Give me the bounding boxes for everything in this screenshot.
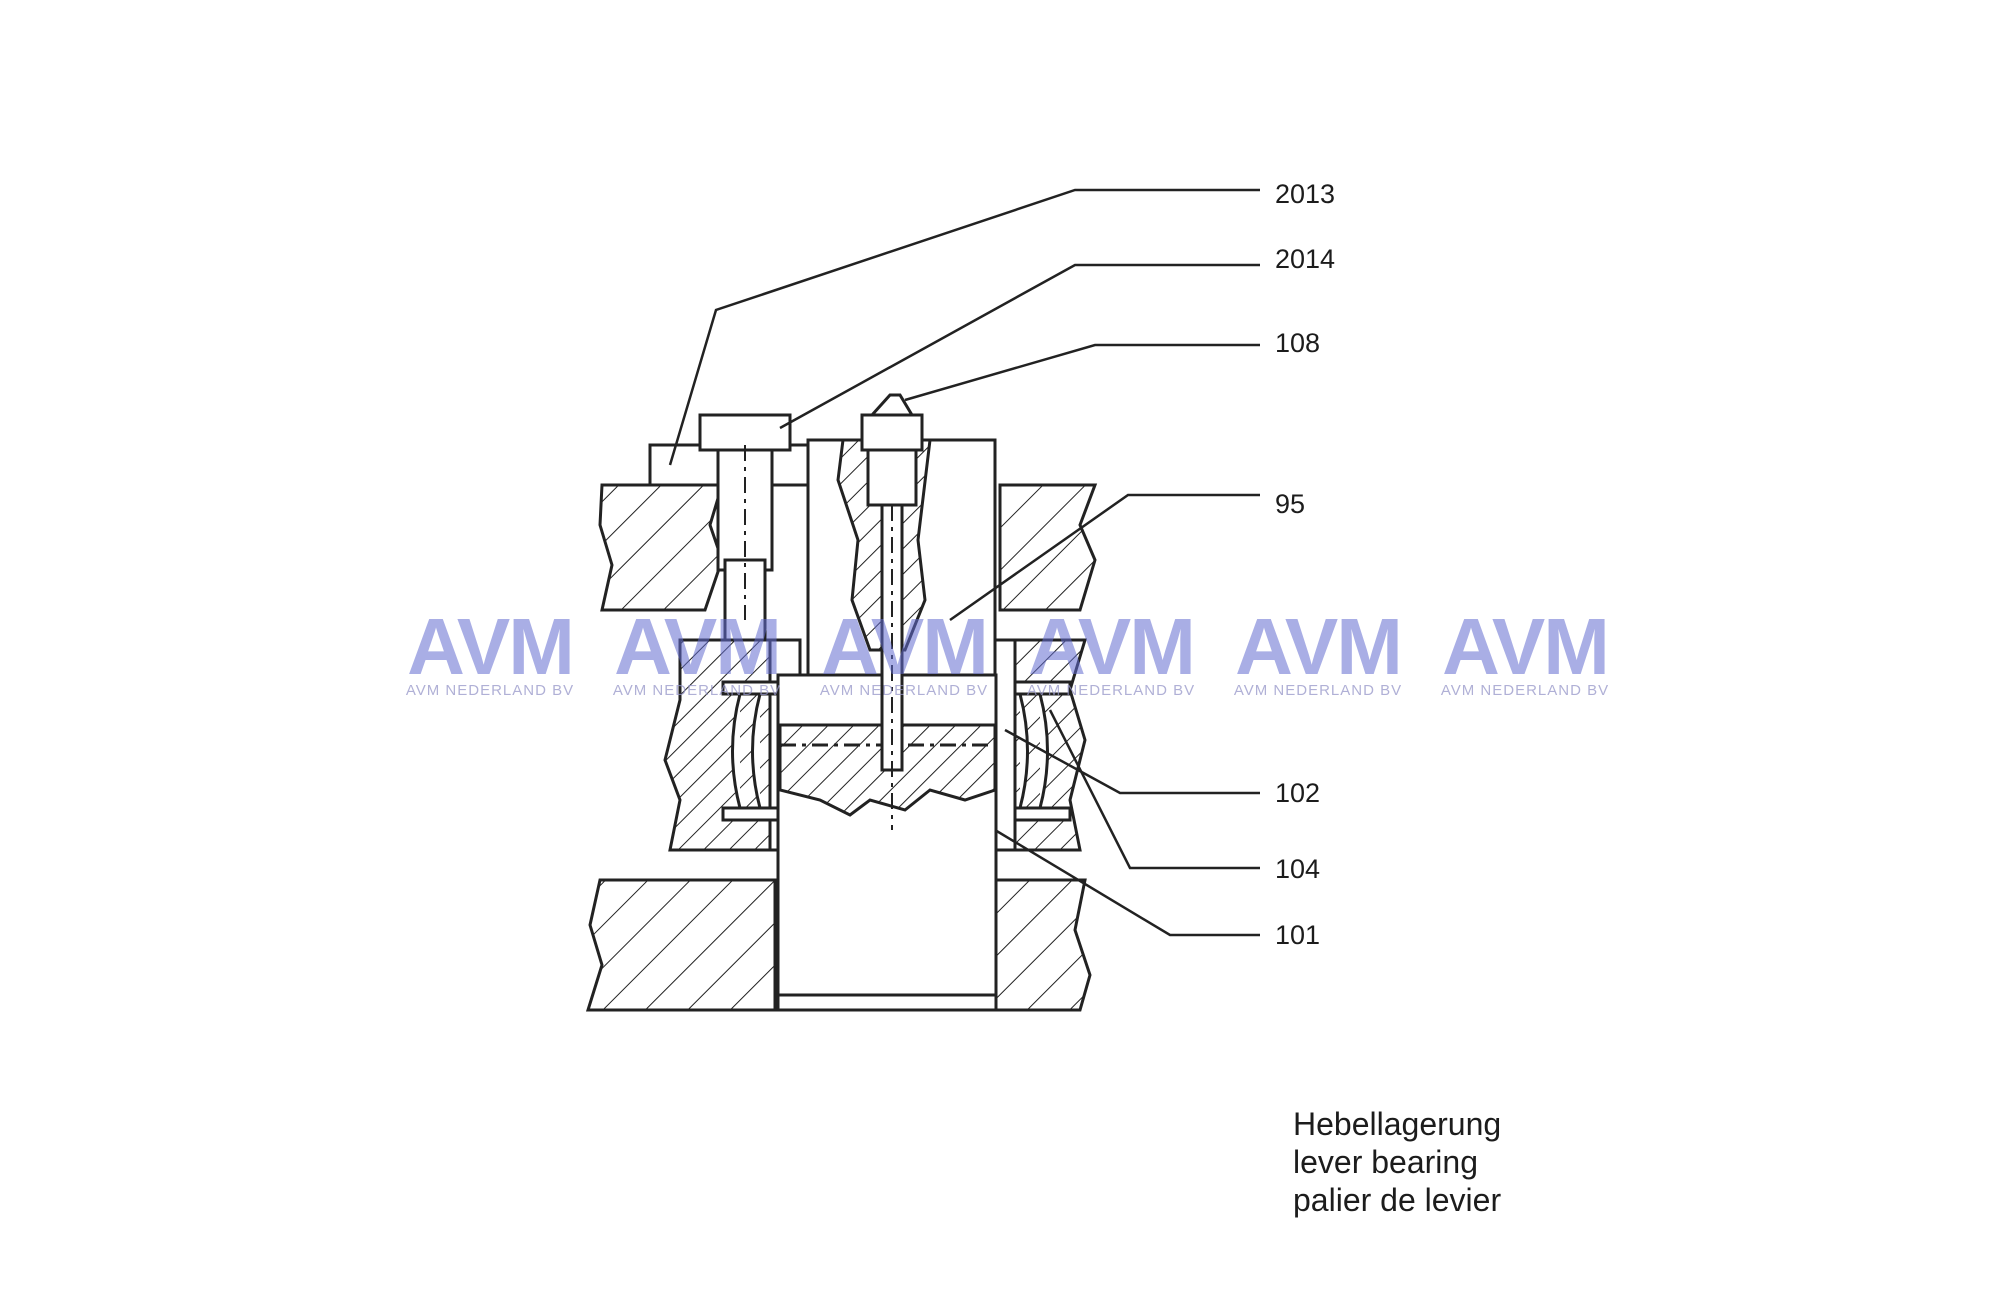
callout-label: 2014: [1275, 244, 1335, 274]
watermark: AVM AVM NEDERLAND BV: [1228, 602, 1408, 700]
callout-label: 108: [1275, 328, 1320, 358]
callout-labels: 2013 2014 108 95 102 104 101: [1275, 179, 1335, 950]
watermark: AVM AVM NEDERLAND BV: [814, 602, 994, 700]
caption-french: palier de levier: [1293, 1182, 1502, 1218]
leader-lines: [668, 188, 1260, 937]
caption-english: lever bearing: [1293, 1144, 1478, 1180]
watermark-logo: AVM: [1028, 602, 1196, 691]
callout-label: 95: [1275, 489, 1305, 519]
watermark-logo: AVM: [821, 602, 989, 691]
callout-label: 104: [1275, 854, 1320, 884]
watermark-subtitle: AVM NEDERLAND BV: [1233, 682, 1403, 699]
callout-label: 2013: [1275, 179, 1335, 209]
watermark-logo: AVM: [1442, 602, 1610, 691]
watermark-logo: AVM: [614, 602, 782, 691]
watermark-subtitle: AVM NEDERLAND BV: [405, 682, 575, 699]
caption-german: Hebellagerung: [1293, 1106, 1502, 1142]
watermark-logo: AVM: [407, 602, 575, 691]
watermark-logo: AVM: [1235, 602, 1403, 691]
watermark: AVM AVM NEDERLAND BV: [1021, 602, 1201, 700]
bolt: [648, 413, 810, 642]
watermark: AVM AVM NEDERLAND BV: [1435, 602, 1615, 700]
watermark-subtitle: AVM NEDERLAND BV: [1026, 682, 1196, 699]
upper-frame-plate: [598, 483, 1098, 612]
watermark: AVM AVM NEDERLAND BV: [400, 602, 580, 700]
callout-label: 102: [1275, 778, 1320, 808]
watermark-subtitle: AVM NEDERLAND BV: [819, 682, 989, 699]
bearing-rings: [721, 680, 1072, 822]
grease-nipple: [860, 393, 924, 830]
watermark-subtitle: AVM NEDERLAND BV: [1440, 682, 1610, 699]
watermark-subtitle: AVM NEDERLAND BV: [612, 682, 782, 699]
callout-label: 101: [1275, 920, 1320, 950]
watermark: AVM AVM NEDERLAND BV: [607, 602, 787, 700]
